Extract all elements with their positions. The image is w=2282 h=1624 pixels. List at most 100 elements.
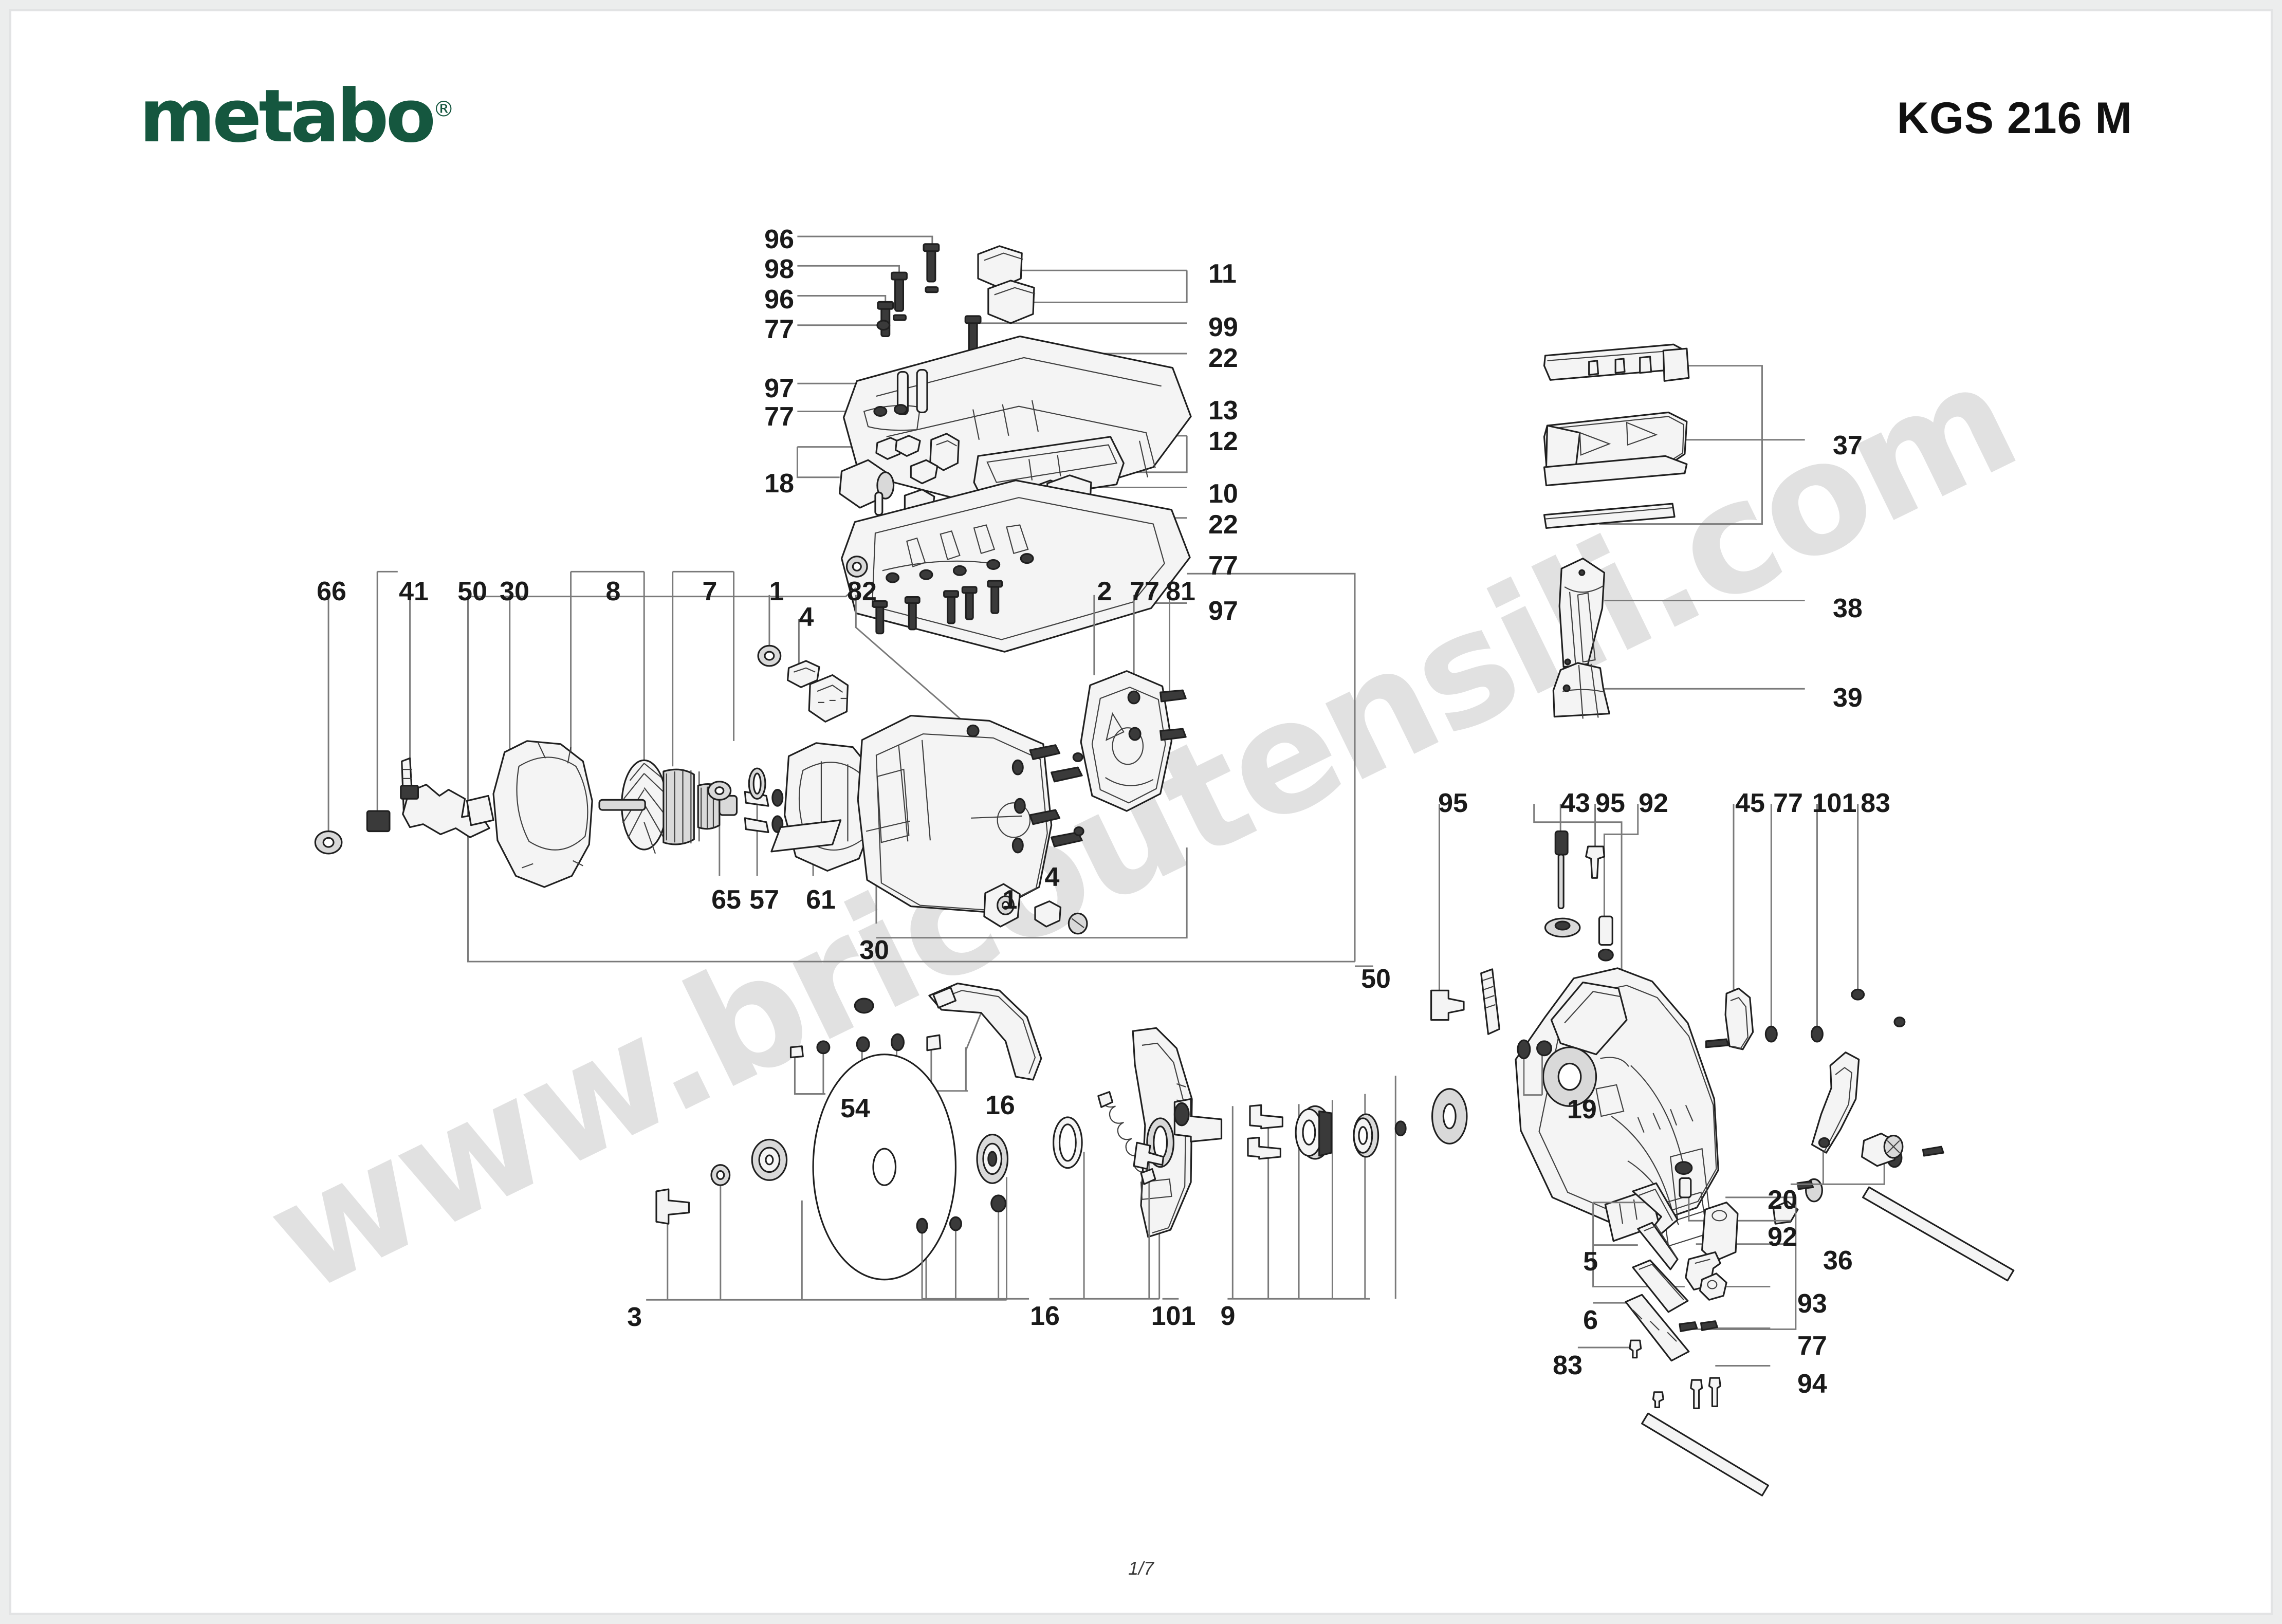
callout-number-30: 30 — [500, 577, 529, 606]
part-19-b — [1536, 1040, 1552, 1057]
part-77-dot-a — [1764, 1025, 1778, 1043]
callout-number-99: 99 — [1208, 312, 1238, 342]
part-95-screw-left — [1430, 989, 1465, 1021]
part-7-brushes — [744, 789, 784, 834]
callout-number-5: 5 — [1583, 1247, 1598, 1277]
part-38-leg — [1558, 558, 1605, 668]
saw-head-housing — [1515, 967, 1719, 1247]
part-43-washer — [1544, 917, 1581, 938]
part-2-gear-cover — [1080, 670, 1173, 812]
part-82-washer — [845, 556, 868, 578]
part-93-screw — [1699, 1272, 1727, 1301]
part-16-dot-b — [949, 1216, 962, 1231]
part-66-washer — [314, 830, 343, 855]
part-rod-b — [1641, 1412, 1769, 1497]
part-6-fence-plate — [1625, 1259, 1690, 1362]
part-inner-guard — [1132, 1027, 1193, 1238]
callout-number-8: 8 — [605, 577, 621, 606]
callout-number-19: 19 — [1567, 1095, 1597, 1124]
callout-number-97: 97 — [764, 374, 794, 403]
callout-number-94: 94 — [1797, 1369, 1827, 1399]
callout-number-36: 36 — [1823, 1246, 1853, 1276]
part-3-bolt — [655, 1188, 690, 1225]
callout-number-66: 66 — [317, 577, 346, 606]
callout-number-77: 77 — [764, 315, 794, 344]
callout-number-9: 9 — [1220, 1301, 1236, 1331]
part-36-clamp — [1685, 1202, 1739, 1291]
callout-number-16: 16 — [1030, 1301, 1060, 1331]
callout-number-45: 45 — [1735, 788, 1765, 818]
motor-housing — [857, 714, 1053, 913]
callout-number-93: 93 — [1797, 1289, 1827, 1319]
callout-number-77: 77 — [1130, 577, 1160, 606]
callout-number-65: 65 — [711, 885, 741, 915]
part-saw-blade — [812, 1054, 957, 1281]
part-83-screw-fence — [1629, 1339, 1664, 1408]
brand-wordmark: metabo — [139, 74, 436, 159]
part-16-dot-a — [916, 1217, 928, 1234]
callout-number-6: 6 — [1583, 1305, 1598, 1335]
part-8-armature — [598, 759, 738, 854]
part-45-lever — [1724, 987, 1754, 1050]
part-bearing-b — [1353, 1113, 1379, 1158]
part-92-sleeve — [1597, 915, 1614, 962]
callout-number-37: 37 — [1833, 431, 1863, 460]
part-4-connector — [786, 660, 820, 688]
callout-number-77: 77 — [1797, 1331, 1827, 1361]
part-blade-ring — [1053, 1116, 1083, 1169]
callout-number-3: 3 — [627, 1302, 642, 1332]
callout-number-12: 12 — [1208, 427, 1238, 456]
callout-number-1: 1 — [1002, 885, 1018, 915]
callout-number-95: 95 — [1595, 788, 1625, 818]
part-37-bar — [1543, 503, 1676, 529]
callout-number-11: 11 — [1208, 259, 1237, 289]
callout-number-10: 10 — [1208, 479, 1238, 509]
small-items-right — [1772, 1146, 1944, 1225]
part-83-screw — [1851, 988, 1865, 1001]
part-washer-a — [710, 1164, 731, 1186]
part-misc-a — [1893, 1017, 1906, 1027]
callout-number-39: 39 — [1833, 683, 1863, 713]
part-39-foot — [1552, 662, 1610, 719]
callout-number-50: 50 — [457, 577, 487, 606]
callout-number-18: 18 — [764, 469, 794, 499]
model-title: KGS 216 M — [1897, 94, 2132, 143]
lower-housing-base — [840, 479, 1191, 653]
group-fence-clamp — [1577, 1051, 2015, 1497]
part-19-a — [1517, 1039, 1531, 1060]
screws-97-lower — [872, 580, 1003, 635]
part-washer-small — [1068, 912, 1088, 935]
part-94-screws — [1690, 1377, 1721, 1409]
part-41-brush — [366, 810, 391, 833]
callout-number-95: 95 — [1438, 788, 1468, 818]
part-rod-a — [1862, 1186, 2015, 1282]
callout-number-77: 77 — [1773, 788, 1803, 818]
callout-number-77: 77 — [1208, 551, 1238, 581]
part-4-nut — [1034, 900, 1062, 928]
callout-number-16: 16 — [985, 1091, 1015, 1120]
page-number: 1/7 — [1128, 1558, 1154, 1579]
part-lower-guard-arm — [928, 982, 1042, 1081]
part-20-screw — [1861, 1132, 1904, 1167]
callout-number-13: 13 — [1208, 396, 1238, 426]
exploded-diagram: .ll{stroke:#7a7a7a;stroke-width:3;fill:n… — [11, 11, 2271, 1613]
part-30-end-cap — [492, 740, 593, 888]
callout-number-38: 38 — [1833, 594, 1863, 623]
part-54-fasteners — [789, 1040, 831, 1059]
callout-number-96: 96 — [764, 225, 794, 254]
callout-number-22: 22 — [1208, 510, 1238, 540]
brush-holder — [400, 757, 494, 838]
callout-number-61: 61 — [806, 885, 836, 915]
dots-77-upper — [873, 404, 908, 417]
part-45-pin — [1705, 1038, 1729, 1048]
part-95-screw-upper — [1585, 845, 1605, 879]
part-key-bar — [1480, 968, 1500, 1035]
callout-number-82: 82 — [847, 577, 877, 606]
callout-number-50: 50 — [1361, 964, 1391, 994]
group-pivot-shaft — [1097, 1076, 1468, 1300]
part-101-dot — [1810, 1025, 1824, 1043]
registered-trademark-icon: ® — [433, 96, 455, 122]
callout-number-20: 20 — [1768, 1185, 1797, 1215]
part-16-bits — [854, 998, 942, 1053]
